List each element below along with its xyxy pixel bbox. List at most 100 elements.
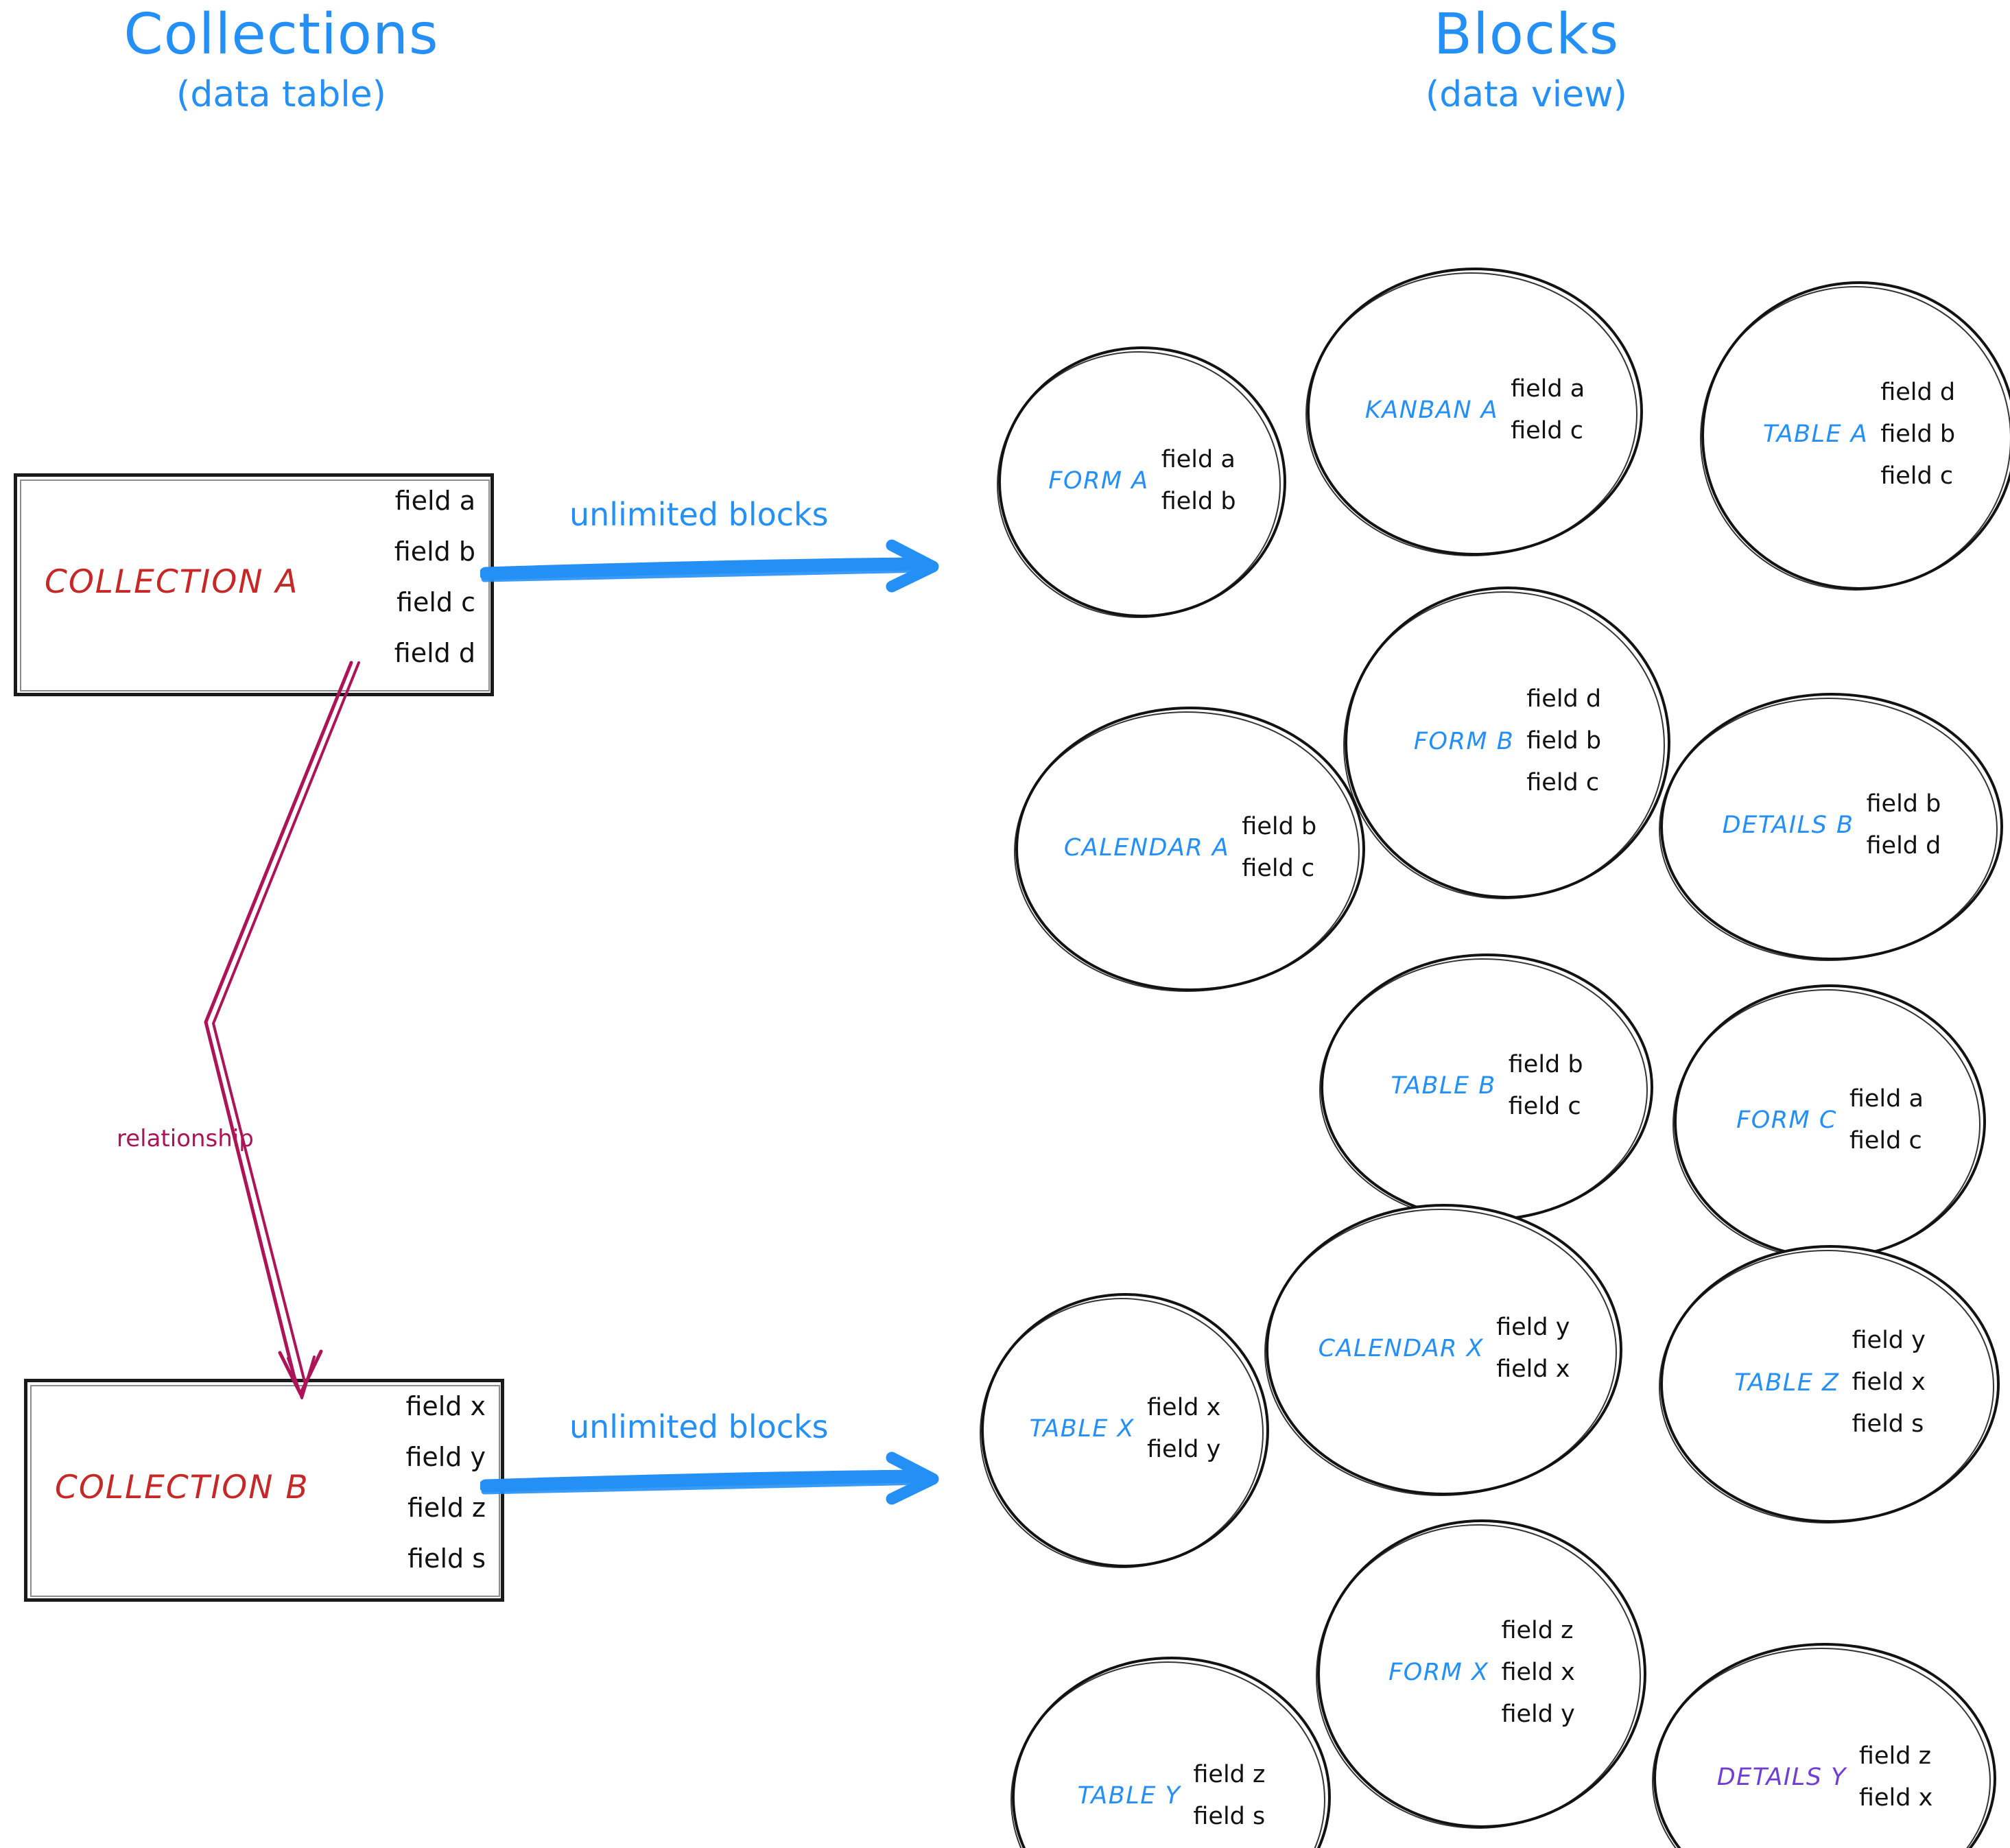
field-item: field d	[1880, 378, 1956, 406]
field-item: field x	[1858, 1784, 1933, 1812]
block-calendar-a[interactable]: CALENDAR A field b field c	[1014, 707, 1365, 992]
field-item: field z	[1858, 1742, 1931, 1770]
block-details-b[interactable]: DETAILS B field b field d	[1659, 693, 2003, 961]
heading-blocks-title: Blocks	[1433, 2, 1620, 67]
heading-collections-title: Collections	[123, 2, 439, 67]
block-table-a-fields: field d field b field c	[1880, 378, 1956, 490]
field-item: field s	[1852, 1410, 1924, 1438]
heading-collections-subtitle: (data table)	[176, 74, 386, 115]
block-table-y-label: TABLE Y	[1077, 1782, 1181, 1810]
collection-b-field-3: field s	[407, 1543, 486, 1574]
block-form-c[interactable]: FORM C field a field c	[1672, 984, 1986, 1259]
field-item: field b	[1880, 420, 1956, 448]
collection-a-field-3: field d	[394, 638, 475, 668]
collection-a-field-1: field b	[394, 536, 475, 567]
field-item: field c	[1242, 854, 1315, 882]
block-details-b-label: DETAILS B	[1722, 812, 1854, 839]
block-form-x-fields: field z field x field y	[1501, 1616, 1575, 1728]
heading-collections: Collections (data table)	[41, 2, 521, 115]
collection-a-field-2: field c	[397, 587, 475, 617]
block-form-b-fields: field d field b field c	[1526, 687, 1601, 795]
field-item: field y	[1146, 1436, 1221, 1463]
block-table-b-label: TABLE B	[1391, 1072, 1496, 1100]
block-table-y-fields: field z field s	[1193, 1763, 1265, 1829]
unlimited-blocks-label-b: unlimited blocks	[569, 1408, 829, 1445]
block-kanban-a-fields: field a field c	[1511, 377, 1585, 443]
field-item: field y	[1501, 1700, 1575, 1728]
block-table-z-fields: field y field x field s	[1852, 1329, 1925, 1436]
block-details-y-label: DETAILS Y	[1716, 1763, 1847, 1791]
field-item: field c	[1880, 462, 1954, 490]
block-form-b[interactable]: FORM B field d field b field c	[1343, 587, 1670, 899]
block-details-b-fields: field b field d	[1866, 792, 1941, 858]
heading-blocks: Blocks (data view)	[1286, 2, 1766, 115]
arrow-right-icon	[479, 539, 939, 593]
block-form-b-label: FORM B	[1413, 727, 1515, 755]
block-form-a-fields: field a field b	[1161, 445, 1236, 514]
field-item: field a	[1511, 375, 1585, 403]
field-item: field x	[1496, 1355, 1570, 1383]
field-item: field y	[1852, 1327, 1926, 1354]
block-calendar-x[interactable]: CALENDAR X field y field x	[1264, 1204, 1622, 1496]
field-item: field d	[1866, 832, 1941, 860]
collection-b-name: COLLECTION B	[55, 1469, 309, 1506]
field-item: field x	[1146, 1394, 1221, 1421]
collection-a-field-0: field a	[394, 486, 475, 516]
field-item: field c	[1849, 1127, 1922, 1154]
block-form-x-label: FORM X	[1388, 1659, 1489, 1686]
collection-a-fields: field a field b field c field d	[394, 488, 475, 691]
collection-b-field-2: field z	[407, 1493, 486, 1523]
collection-a-box[interactable]: COLLECTION A field a field b field c fie…	[14, 473, 494, 696]
block-calendar-x-fields: field y field x	[1496, 1313, 1570, 1383]
block-kanban-a[interactable]: KANBAN A field a field c	[1305, 268, 1643, 556]
block-table-x[interactable]: TABLE X field x field y	[980, 1293, 1269, 1568]
block-table-a-label: TABLE A	[1762, 420, 1869, 448]
block-calendar-x-label: CALENDAR X	[1318, 1334, 1485, 1362]
field-item: field s	[1193, 1803, 1266, 1830]
block-table-b[interactable]: TABLE B field b field c	[1319, 953, 1653, 1222]
block-table-x-fields: field x field y	[1147, 1396, 1220, 1462]
field-item: field a	[1849, 1085, 1924, 1113]
field-item: field c	[1526, 769, 1600, 796]
field-item: field d	[1526, 685, 1602, 713]
collection-b-field-1: field y	[405, 1442, 486, 1472]
block-table-z[interactable]: TABLE Z field y field x field s	[1659, 1245, 2000, 1524]
field-item: field a	[1161, 445, 1235, 473]
unlimited-blocks-arrow-b	[479, 1434, 960, 1523]
block-calendar-a-fields: field b field c	[1242, 814, 1316, 882]
block-table-z-label: TABLE Z	[1734, 1369, 1840, 1397]
collection-b-field-0: field x	[405, 1391, 486, 1421]
relationship-label: relationship	[117, 1125, 254, 1152]
field-item: field x	[1501, 1658, 1575, 1686]
field-item: field x	[1852, 1369, 1926, 1396]
block-form-c-fields: field a field c	[1849, 1087, 1924, 1153]
block-form-x[interactable]: FORM X field z field x field y	[1316, 1519, 1646, 1829]
field-item: field b	[1508, 1051, 1583, 1078]
field-item: field y	[1496, 1313, 1570, 1341]
block-form-a-label: FORM A	[1048, 466, 1149, 495]
block-table-a[interactable]: TABLE A field d field b field c	[1700, 281, 2010, 591]
block-form-c-label: FORM C	[1736, 1106, 1837, 1134]
field-item: field z	[1501, 1616, 1574, 1644]
block-table-x-label: TABLE X	[1029, 1415, 1135, 1443]
collection-b-fields: field x field y field z field s	[405, 1393, 486, 1596]
block-table-y[interactable]: TABLE Y field z field s	[1010, 1657, 1331, 1848]
arrow-right-icon	[479, 1452, 939, 1505]
block-details-y-fields: field z field x	[1859, 1744, 1932, 1810]
field-item: field c	[1511, 417, 1583, 445]
field-item: field c	[1508, 1093, 1581, 1120]
block-table-b-fields: field b field c	[1509, 1053, 1583, 1119]
relationship-arrow-icon	[204, 661, 360, 1399]
unlimited-blocks-arrow-a	[479, 521, 960, 611]
block-form-a[interactable]: FORM A field a field b	[997, 346, 1286, 618]
heading-blocks-subtitle: (data view)	[1426, 74, 1627, 115]
collection-a-name: COLLECTION A	[45, 563, 299, 601]
block-kanban-a-label: KANBAN A	[1364, 396, 1499, 424]
field-item: field z	[1193, 1761, 1266, 1788]
field-item: field b	[1866, 790, 1941, 818]
collection-b-box[interactable]: COLLECTION B field x field y field z fie…	[24, 1379, 504, 1602]
block-details-y[interactable]: DETAILS Y field z field x	[1652, 1643, 1996, 1848]
unlimited-blocks-label-a: unlimited blocks	[569, 496, 829, 533]
field-item: field b	[1526, 727, 1602, 755]
